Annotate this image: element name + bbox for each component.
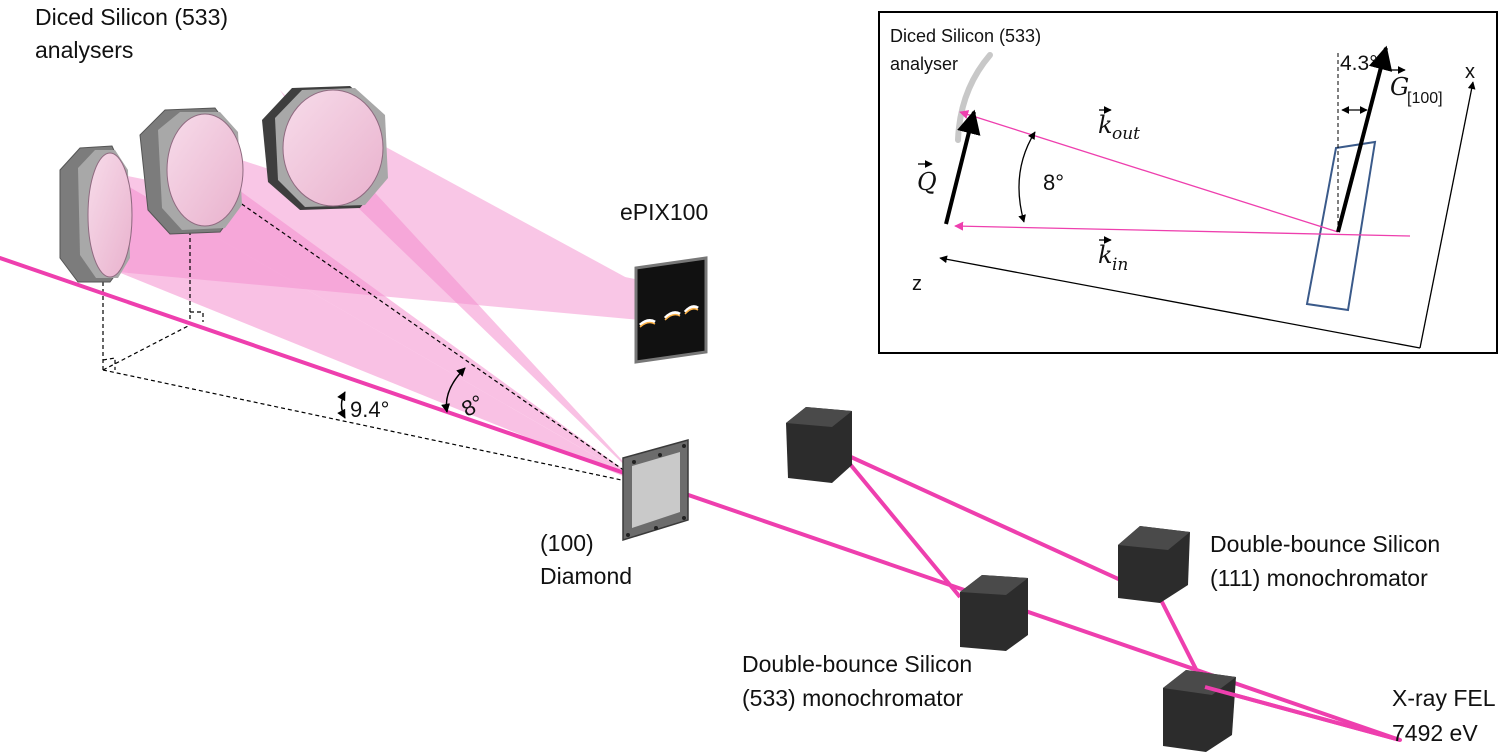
main-beam [0, 256, 1402, 742]
inset-analyser-line2: analyser [890, 54, 958, 74]
inset-k-out-label: k out [1098, 106, 1140, 144]
svg-text:in: in [1112, 255, 1128, 275]
inset-g-label: G [100] [1390, 66, 1443, 107]
mono533-label-line1: Double-bounce Silicon [742, 651, 972, 677]
mono111-label-line2: (111) monochromator [1210, 565, 1428, 591]
mono533-label-line2: (533) monochromator [742, 685, 963, 711]
inset-z-label: z [912, 273, 922, 295]
inset-panel: x z Diced Silicon (533) analyser k out k… [878, 11, 1498, 354]
svg-text:k: k [1098, 241, 1113, 269]
mono533-crystal-a [786, 407, 852, 483]
diamond-label-line1: (100) [540, 530, 594, 556]
source-label-line1: X-ray FEL [1392, 685, 1496, 711]
analyser-left [59, 145, 133, 283]
inset-q-vector [944, 109, 981, 225]
angle-9-4-label: 9.4° [350, 397, 389, 422]
inset-4-3-label: 4.3° [1340, 52, 1378, 75]
inset-x-label: x [1465, 61, 1475, 83]
svg-text:[100]: [100] [1407, 90, 1443, 107]
mono533-crystal-b [960, 575, 1028, 651]
inset-q-label: Q [917, 160, 937, 196]
analysers-label-line1: Diced Silicon (533) [35, 4, 228, 30]
inset-analyser-line1: Diced Silicon (533) [890, 26, 1041, 46]
mono111-crystal-a [1118, 526, 1190, 603]
source-label-line2: 7492 eV [1392, 720, 1478, 746]
inset-8-label: 8° [1043, 170, 1064, 195]
geometry-dashes [102, 167, 646, 486]
inset-g-vector [1336, 45, 1393, 233]
angle-9-4-arc [337, 391, 346, 419]
detector-label: ePIX100 [620, 199, 708, 225]
mono111-crystal-b [1163, 670, 1236, 752]
diamond-label-line2: Diamond [540, 563, 632, 589]
mono111-label-line1: Double-bounce Silicon [1210, 531, 1440, 557]
svg-text:G: G [1390, 73, 1409, 101]
angle-8-arc [441, 367, 466, 413]
epix100-detector [634, 256, 708, 364]
svg-text:Q: Q [917, 168, 937, 196]
inset-8-arc [1018, 131, 1036, 223]
source-beam [1204, 685, 1401, 742]
svg-text:k: k [1098, 111, 1113, 139]
analyser-right [262, 86, 388, 210]
inset-k-in-vector [954, 221, 1411, 237]
diamond-sample [622, 439, 689, 542]
analysers-label-line2: analysers [35, 37, 133, 63]
svg-text:out: out [1112, 124, 1140, 144]
analyser-middle [139, 107, 244, 235]
inset-k-in-label: k in [1098, 236, 1128, 275]
inset-z-axis [939, 255, 1421, 349]
inset-x-axis [1419, 81, 1476, 349]
